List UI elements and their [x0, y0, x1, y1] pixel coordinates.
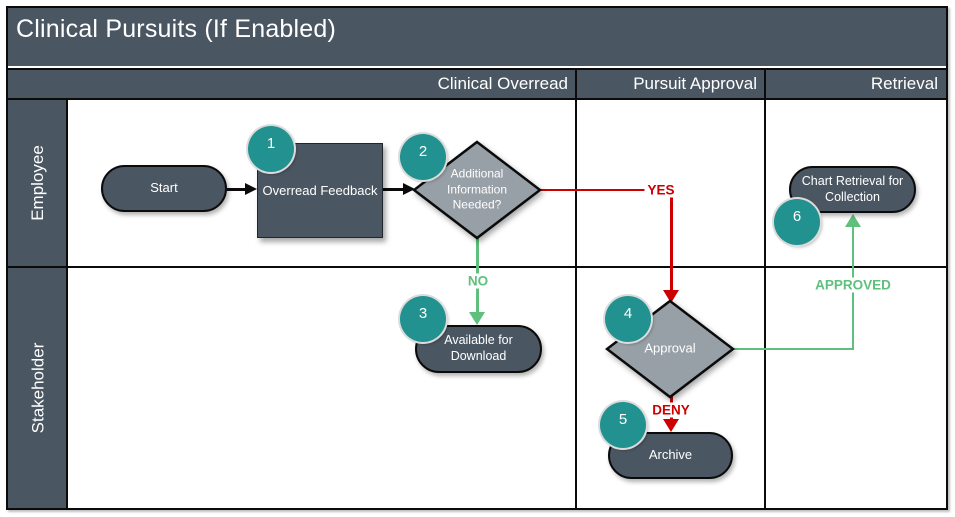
column-header-retrieval: Retrieval: [870, 74, 938, 93]
edge-label-no: NO: [464, 273, 492, 289]
connector-yes-horizontal: [540, 188, 672, 191]
page-title: Clinical Pursuits (If Enabled): [16, 15, 337, 43]
node-chart-retrieval-label: Chart Retrieval for Collection: [801, 173, 904, 204]
column-header-band: [8, 68, 946, 100]
header-separator: [764, 68, 766, 100]
step-badge-3: 3: [400, 296, 446, 342]
arrowhead-down-icon: [663, 290, 679, 303]
step-badge-6-number: 6: [792, 208, 802, 225]
arrowhead-down-icon: [663, 419, 679, 432]
edge-label-deny: DENY: [649, 402, 693, 418]
connector-yes-vertical: [670, 190, 673, 291]
step-badge-5-number: 5: [618, 411, 628, 428]
arrowhead-down-icon: [469, 312, 485, 325]
edge-label-approved: APPROVED: [812, 277, 894, 293]
node-start: Start: [101, 165, 227, 212]
arrowhead-right-icon: [403, 182, 415, 195]
step-badge-4-number: 4: [623, 305, 633, 322]
node-available-for-download-label: Available for Download: [444, 333, 513, 363]
connector-approved-horizontal: [733, 347, 854, 350]
connector-overread-decision: [383, 188, 405, 191]
title-band: [8, 8, 946, 66]
lane-label-text: Employee: [28, 145, 48, 221]
column-header-clinical-overread: Clinical Overread: [437, 74, 568, 93]
step-badge-1-number: 1: [266, 135, 276, 152]
lane-label-text: Stakeholder: [28, 342, 48, 434]
edge-label-yes: YES: [644, 182, 678, 198]
column-line: [764, 100, 766, 508]
arrowhead-right-icon: [245, 182, 257, 195]
node-archive-label: Archive: [648, 447, 693, 463]
step-badge-3-number: 3: [418, 305, 428, 322]
node-overread-feedback-label: Overread Feedback: [262, 183, 378, 198]
node-additional-info-label: Additional Information Needed?: [446, 166, 508, 212]
step-badge-2: 2: [400, 134, 446, 180]
node-additional-info-decision: Additional Information Needed?: [412, 140, 542, 240]
arrowhead-up-icon: [845, 214, 861, 227]
lane-label-column: [8, 100, 68, 508]
step-badge-5: 5: [600, 402, 646, 448]
header-separator: [575, 68, 577, 100]
column-header-pursuit-approval: Pursuit Approval: [633, 74, 757, 93]
step-badge-4: 4: [605, 296, 651, 342]
column-line: [575, 100, 577, 508]
node-approval-label: Approval: [644, 340, 696, 356]
node-start-label: Start: [150, 180, 178, 196]
step-badge-1: 1: [248, 126, 294, 172]
step-badge-2-number: 2: [418, 143, 428, 160]
lane-label-employee: Employee: [8, 100, 68, 266]
lane-label-stakeholder: Stakeholder: [8, 268, 68, 508]
step-badge-6: 6: [774, 199, 820, 245]
connector-start-overread: [227, 188, 247, 191]
